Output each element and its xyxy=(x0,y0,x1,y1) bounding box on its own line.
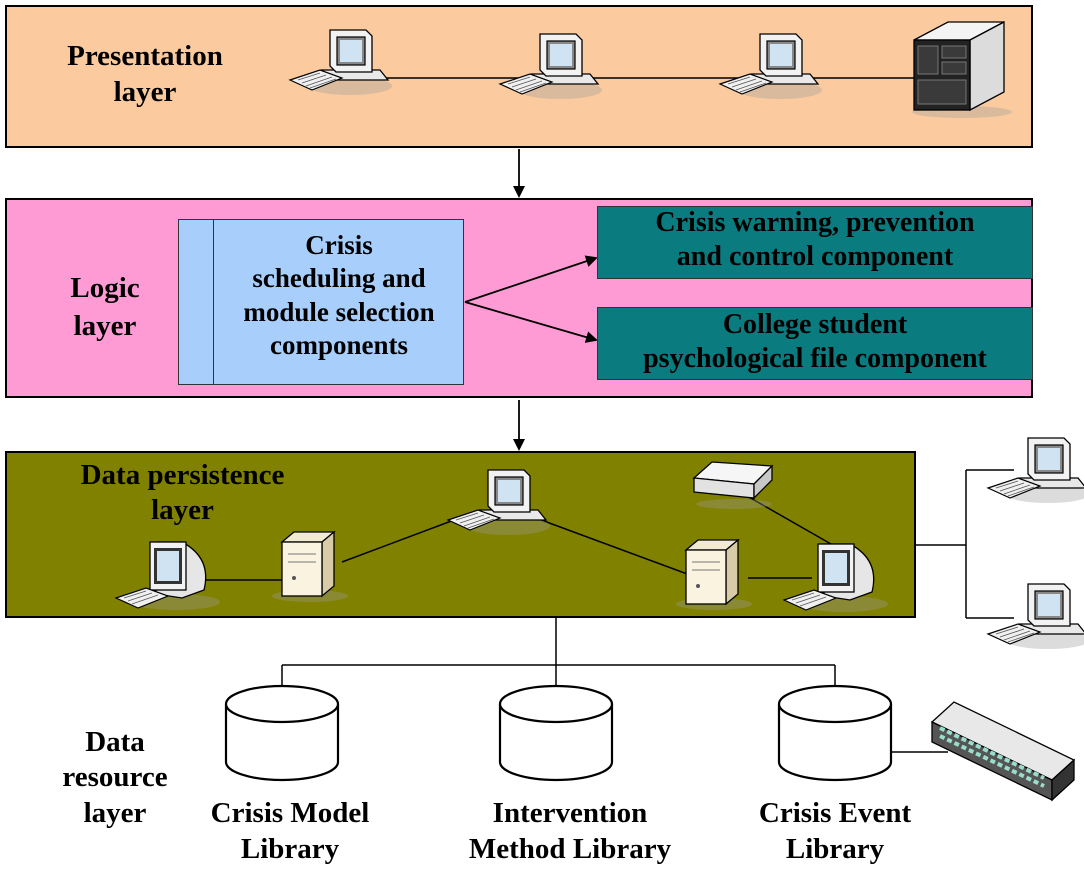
scheduler-box-stripe xyxy=(213,220,214,384)
scheduler-component-label: Crisis scheduling and module selection c… xyxy=(243,230,435,361)
intervention-method-library-label: Intervention Method Library xyxy=(468,797,672,866)
desktop-computer-icon xyxy=(719,33,823,100)
crisis-model-library-label: Crisis Model Library xyxy=(210,797,370,866)
server-cabinet-icon xyxy=(912,20,1012,118)
data-resource-layer-label: Data resource layer xyxy=(62,726,168,829)
crisis-warning-component-label: Crisis warning, prevention and control c… xyxy=(655,207,975,273)
data-persistence-layer-label: Data persistence layer xyxy=(80,459,285,527)
desktop-computer-icon xyxy=(987,583,1084,650)
logic-layer-label: Logic layer xyxy=(70,272,140,342)
database-cylinder-icon xyxy=(498,684,614,782)
presentation-layer xyxy=(5,5,1033,148)
crisis-warning-component-box xyxy=(597,206,1033,279)
network-device-icon xyxy=(692,461,774,509)
scheduler-component-box xyxy=(178,219,464,385)
crt-monitor-icon xyxy=(115,541,221,611)
presentation-layer-label: Presentation layer xyxy=(67,40,223,109)
psych-file-component-box xyxy=(597,307,1033,380)
network-switch-icon xyxy=(930,701,1076,802)
desktop-computer-icon xyxy=(447,469,551,536)
server-tower-icon xyxy=(675,539,753,611)
desktop-computer-icon xyxy=(499,33,603,100)
desktop-computer-icon xyxy=(289,29,393,96)
database-cylinder-icon xyxy=(777,684,893,782)
crisis-event-library-label: Crisis Event Library xyxy=(758,797,912,866)
database-cylinder-icon xyxy=(224,684,340,782)
psych-file-component-label: College student psychological file compo… xyxy=(643,309,987,375)
server-tower-icon xyxy=(271,531,349,603)
